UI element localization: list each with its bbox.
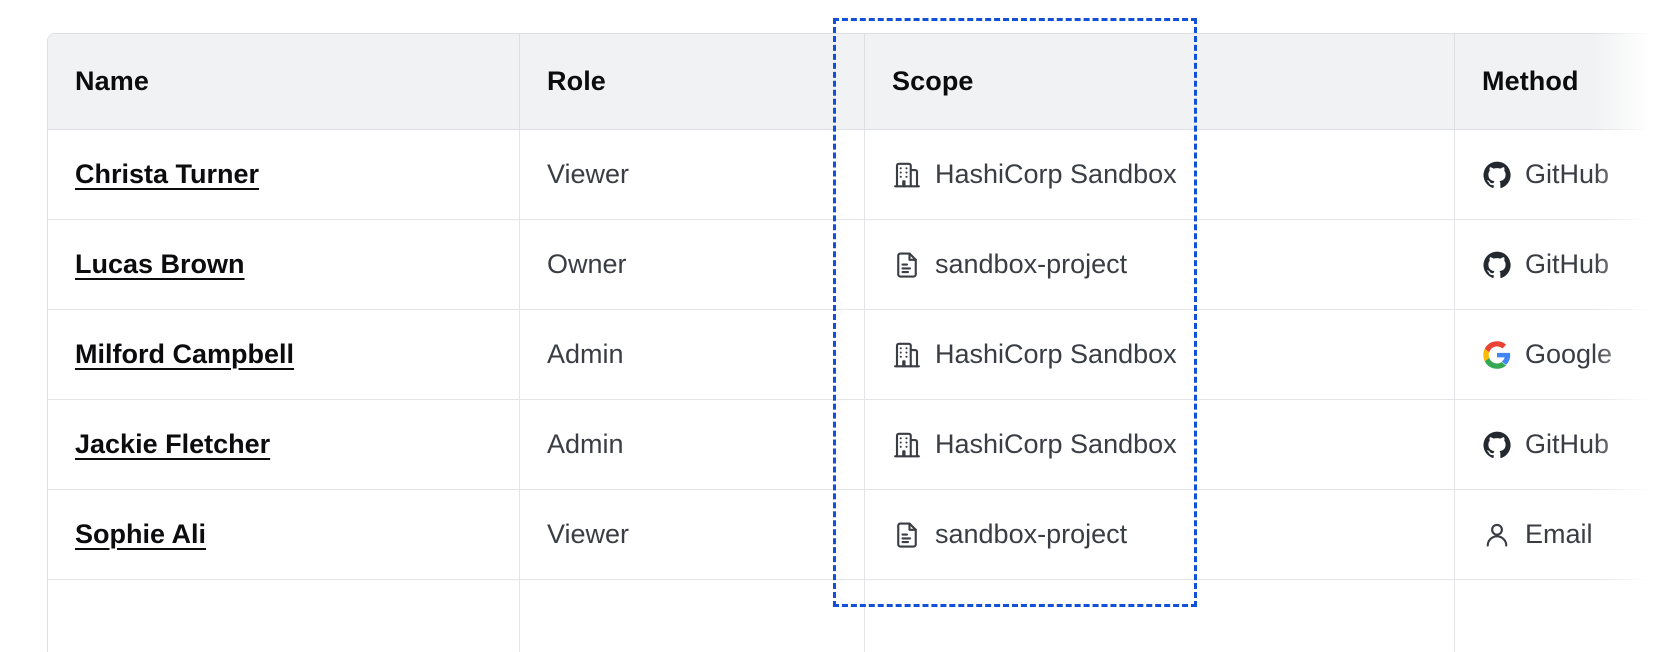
organization-building-icon (892, 430, 922, 460)
cell-method: GitHub (1455, 220, 1672, 310)
github-icon (1482, 250, 1512, 280)
members-table-container: Name Role Scope Method Christa Turner Vi… (47, 33, 1672, 652)
method-label: Email (1525, 519, 1593, 549)
github-icon (1482, 160, 1512, 190)
table-row: Jackie Fletcher Admin (48, 400, 1672, 490)
cell-role: Viewer (520, 490, 865, 580)
column-header-method[interactable]: Method (1455, 34, 1672, 130)
google-icon (1482, 340, 1512, 370)
cell-name (48, 580, 520, 652)
column-header-role[interactable]: Role (520, 34, 865, 130)
cell-method: Google (1455, 310, 1672, 400)
cell-role (520, 580, 865, 652)
cell-name: Jackie Fletcher (48, 400, 520, 490)
member-name-link[interactable]: Lucas Brown (75, 249, 245, 279)
method-label: GitHub (1525, 159, 1610, 189)
member-name-link[interactable]: Jackie Fletcher (75, 429, 271, 459)
cell-scope: sandbox-project (865, 220, 1455, 310)
cell-name: Milford Campbell (48, 310, 520, 400)
table-row: Sophie Ali Viewer (48, 490, 1672, 580)
cell-role: Viewer (520, 130, 865, 220)
method-label: Google (1525, 339, 1613, 369)
table-row: Milford Campbell Admin (48, 310, 1672, 400)
scope-label: HashiCorp Sandbox (935, 339, 1177, 369)
table-body: Christa Turner Viewer (48, 130, 1672, 652)
scope-label: HashiCorp Sandbox (935, 429, 1177, 459)
table-row (48, 580, 1672, 652)
cell-method: GitHub (1455, 130, 1672, 220)
cell-method: Email (1455, 490, 1672, 580)
member-name-link[interactable]: Sophie Ali (75, 519, 207, 549)
cell-scope: HashiCorp Sandbox (865, 130, 1455, 220)
cell-scope: sandbox-project (865, 490, 1455, 580)
cell-role: Owner (520, 220, 865, 310)
members-table: Name Role Scope Method Christa Turner Vi… (47, 33, 1672, 652)
organization-building-icon (892, 160, 922, 190)
cell-method: GitHub (1455, 400, 1672, 490)
project-document-icon (892, 250, 922, 280)
organization-building-icon (892, 340, 922, 370)
table-header: Name Role Scope Method (48, 34, 1672, 130)
cell-role: Admin (520, 400, 865, 490)
cell-method (1455, 580, 1672, 652)
table-header-row: Name Role Scope Method (48, 34, 1672, 130)
cell-name: Christa Turner (48, 130, 520, 220)
cell-scope (865, 580, 1455, 652)
scope-label: sandbox-project (935, 519, 1128, 549)
cell-scope: HashiCorp Sandbox (865, 400, 1455, 490)
column-header-name[interactable]: Name (48, 34, 520, 130)
cell-scope: HashiCorp Sandbox (865, 310, 1455, 400)
method-label: GitHub (1525, 249, 1610, 279)
cell-name: Sophie Ali (48, 490, 520, 580)
scope-label: sandbox-project (935, 249, 1128, 279)
cell-name: Lucas Brown (48, 220, 520, 310)
table-row: Lucas Brown Owner (48, 220, 1672, 310)
table-row: Christa Turner Viewer (48, 130, 1672, 220)
github-icon (1482, 430, 1512, 460)
member-name-link[interactable]: Milford Campbell (75, 339, 295, 369)
user-person-icon (1482, 520, 1512, 550)
scope-label: HashiCorp Sandbox (935, 159, 1177, 189)
project-document-icon (892, 520, 922, 550)
column-header-scope[interactable]: Scope (865, 34, 1455, 130)
method-label: GitHub (1525, 429, 1610, 459)
cell-role: Admin (520, 310, 865, 400)
member-name-link[interactable]: Christa Turner (75, 159, 260, 189)
